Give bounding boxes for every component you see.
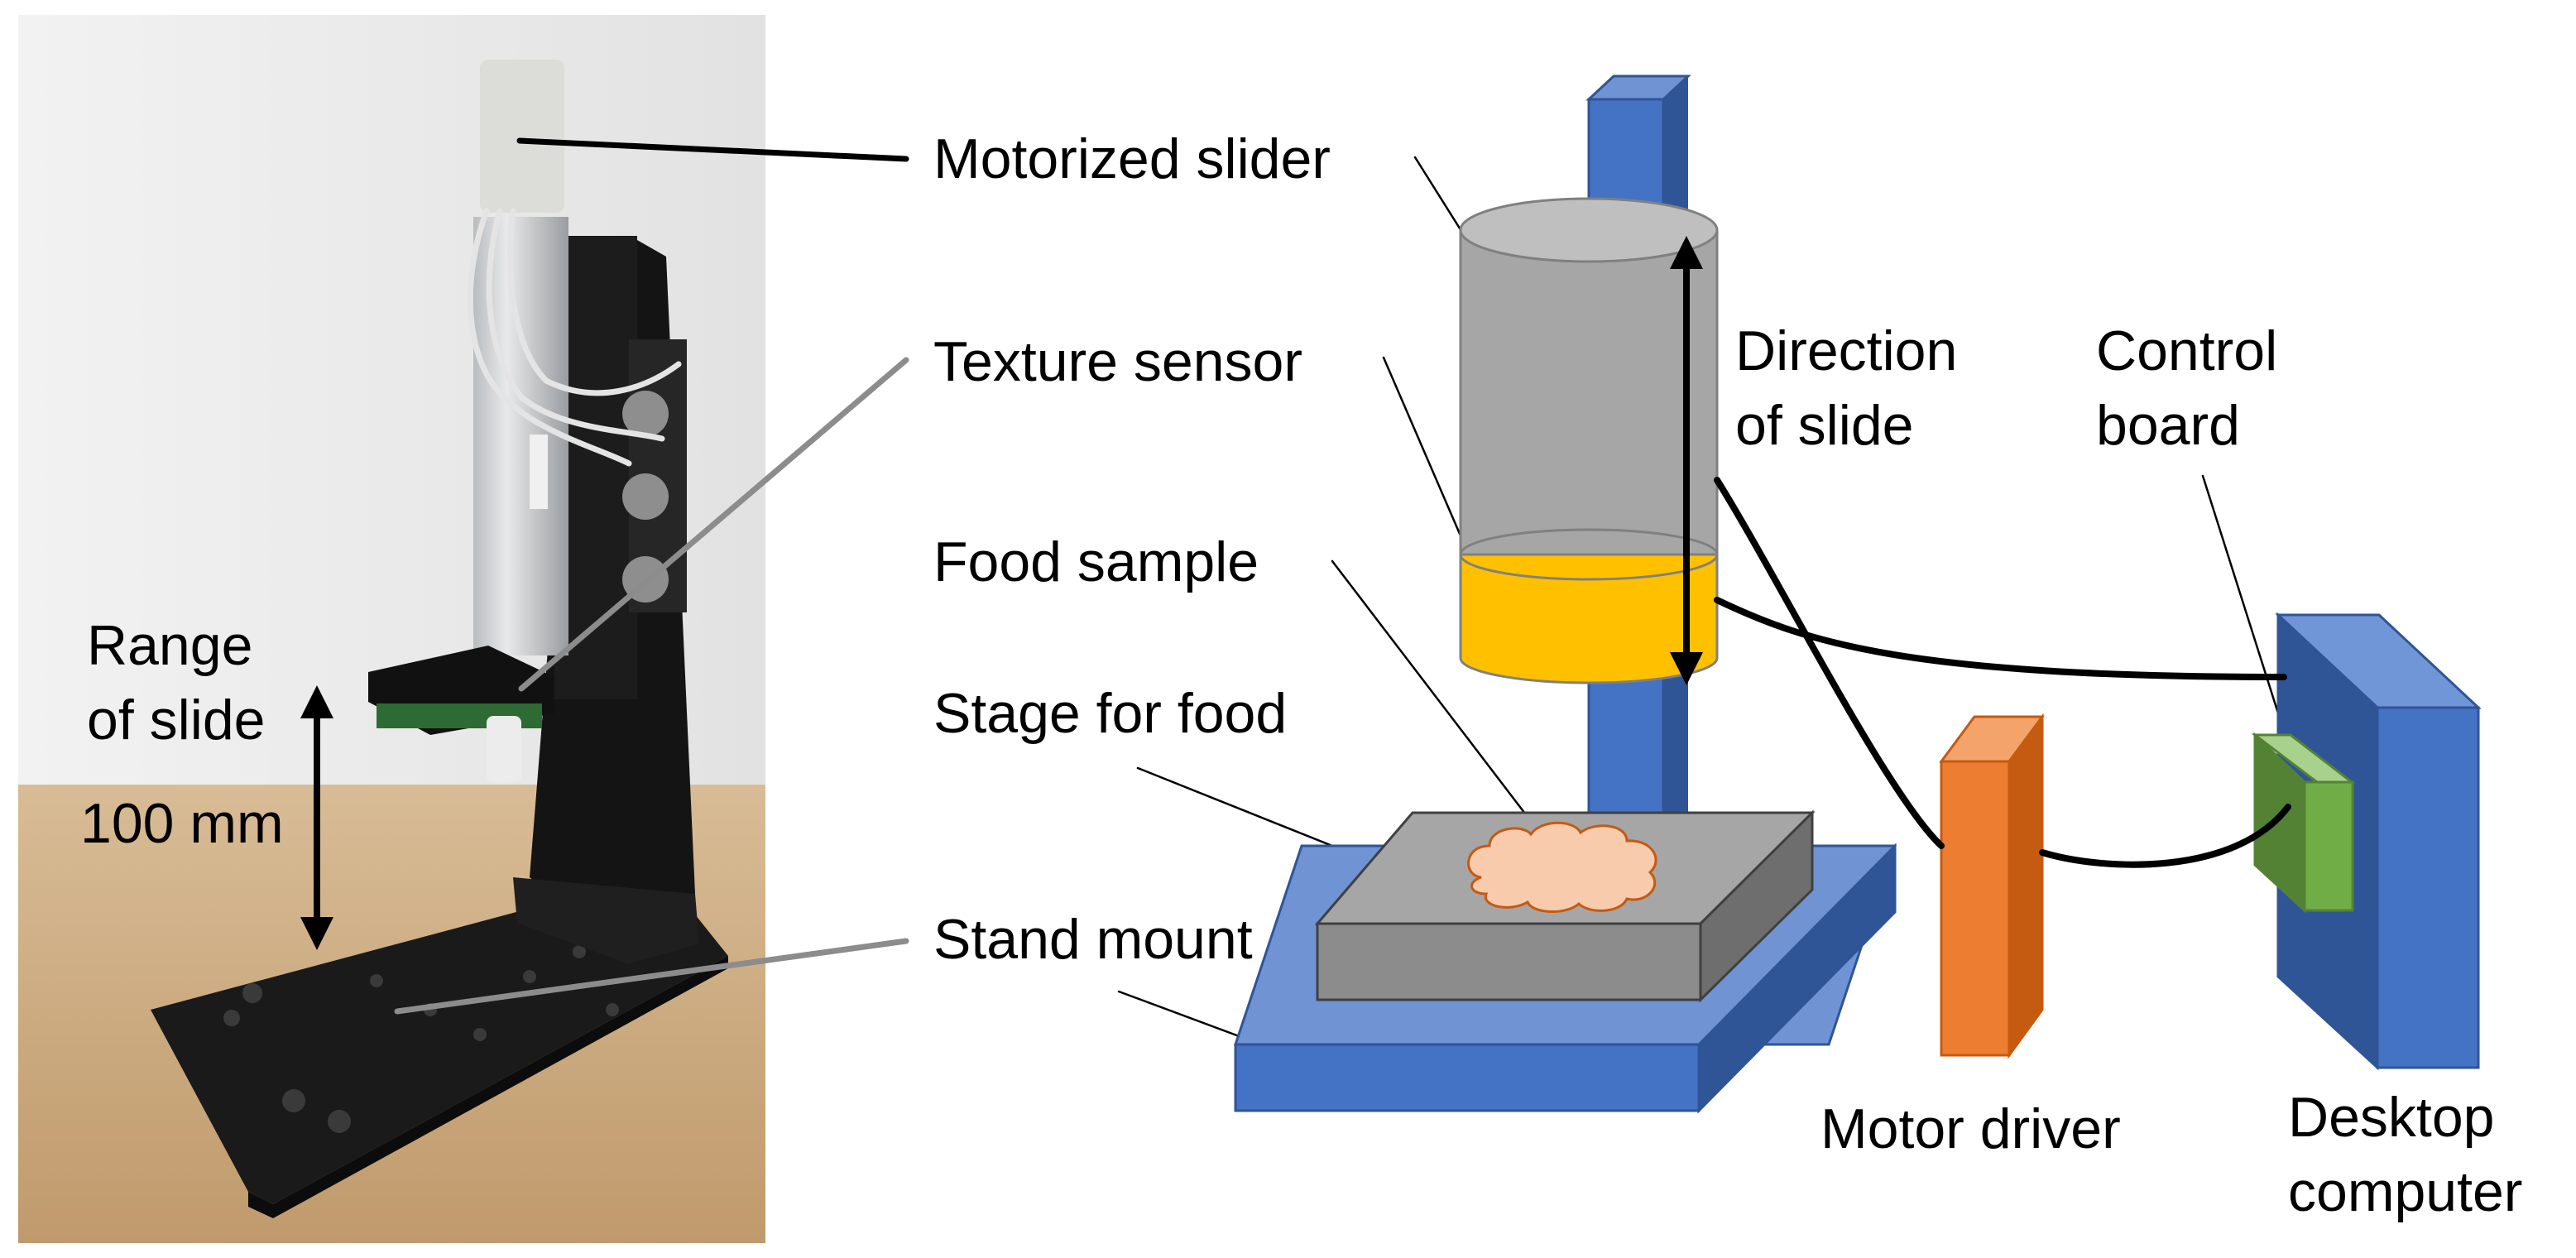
label-desktop-line1: Desktop (2288, 1086, 2494, 1149)
label-desktop-line2: computer (2288, 1160, 2522, 1223)
slider-cylinder-top (1459, 197, 1719, 263)
callout-labels: Motorized slider Texture sensor Food sam… (933, 127, 1331, 971)
range-label-line1: Range (87, 614, 252, 677)
label-motor-driver: Motor driver (1820, 1097, 2121, 1160)
label-control-line2: board (2096, 394, 2240, 457)
motor-driver-box (1940, 760, 2011, 1057)
range-label-line2: of slide (87, 689, 265, 751)
sensor-cylinder (1459, 553, 1719, 684)
leader-food-diagram (1331, 559, 1561, 861)
leader-texture-sensor (518, 357, 909, 692)
label-direction-line2: of slide (1735, 394, 1913, 457)
schematic-cables (1714, 477, 2291, 868)
label-control-line1: Control (2096, 319, 2277, 382)
leader-stand-mount (394, 938, 909, 1015)
leader-motorized-slider (516, 137, 909, 162)
label-motorized-slider: Motorized slider (933, 127, 1331, 190)
callout-leaders (394, 137, 2287, 1071)
slider-cables (467, 208, 682, 467)
control-board-front (2303, 780, 2354, 912)
label-texture-sensor: Texture sensor (933, 330, 1302, 393)
slider-cap (480, 60, 564, 213)
label-stand-mount: Stand mount (933, 908, 1253, 971)
cable-driver-to-board (2039, 804, 2291, 868)
label-direction-line1: Direction (1735, 319, 1957, 382)
cable-slider-to-driver (1714, 477, 1945, 849)
cable-sensor-to-computer (1714, 597, 2287, 680)
food-stage-front (1316, 922, 1702, 1001)
diagram-labels: Direction of slide Control board Motor d… (1735, 319, 2522, 1223)
stand-base-front (1234, 1043, 1701, 1112)
schematic-panel (1233, 74, 2482, 1114)
label-food-sample: Food sample (933, 531, 1259, 593)
leader-control-board (2201, 474, 2287, 738)
label-stage-for-food: Stage for food (933, 682, 1287, 745)
desktop-front (2376, 706, 2480, 1069)
photo-panel: Range of slide 100 mm (18, 15, 765, 1243)
slider-cylinder-body (1461, 230, 1717, 555)
range-value-label: 100 mm (80, 792, 284, 855)
food-sample (1467, 821, 1657, 914)
